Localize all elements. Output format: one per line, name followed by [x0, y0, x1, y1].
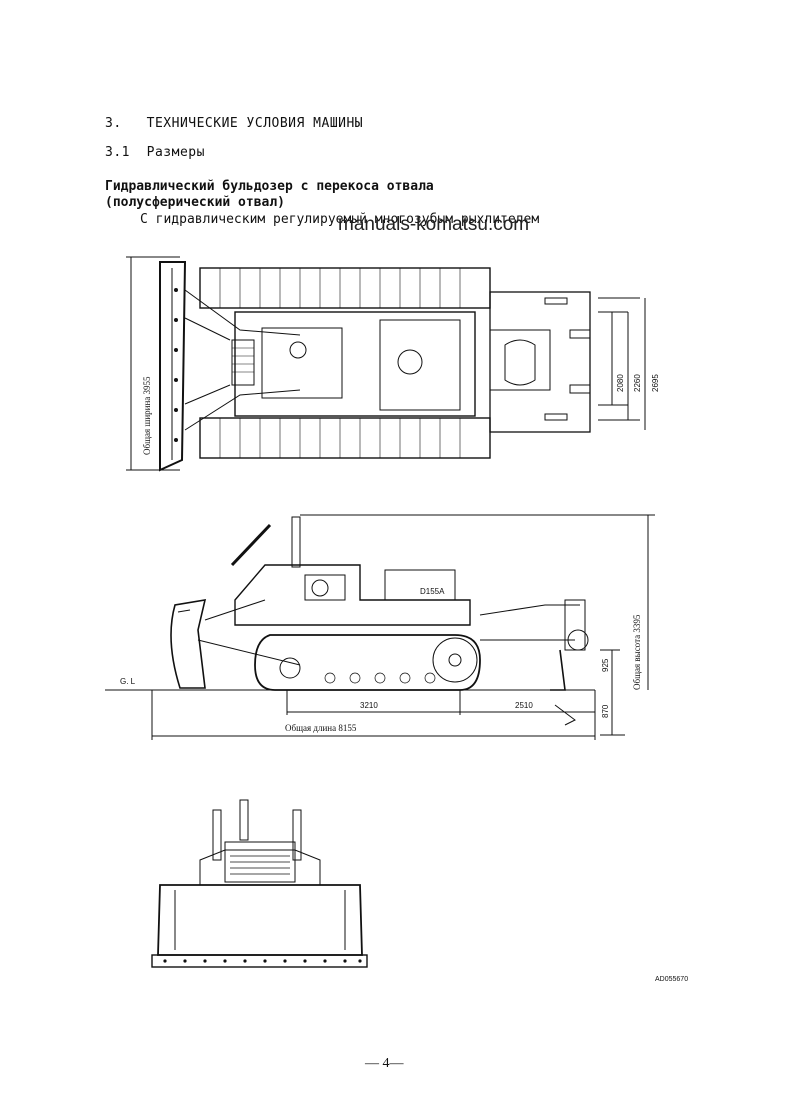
dim-2510: 2510 — [515, 701, 533, 710]
ground-line-label: G. L — [120, 677, 136, 686]
dim-2080: 2080 — [616, 374, 625, 392]
machine-title: Гидравлический бульдозер с перекоса отва… — [105, 179, 434, 194]
model-badge: D155A — [420, 587, 445, 596]
overall-height-label: Общая высота 3395 — [632, 614, 642, 690]
dim-2695: 2695 — [651, 374, 660, 392]
dim-3210: 3210 — [360, 701, 378, 710]
section-heading: 3. ТЕХНИЧЕСКИЕ УСЛОВИЯ МАШИНЫ — [105, 116, 364, 131]
dim-925: 925 — [601, 658, 610, 672]
overall-length-label: Общая длина 8155 — [285, 723, 357, 733]
ripper-type: С гидравлическим регулируемый многозубым… — [140, 212, 540, 227]
overall-width-label: Общая ширина 3955 — [142, 376, 152, 455]
page-number: — 4— — [365, 1056, 404, 1071]
dim-2260: 2260 — [633, 374, 642, 392]
figure-code: AD055670 — [655, 976, 689, 983]
blade-type: (полусферический отвал) — [105, 195, 286, 210]
dim-870: 870 — [601, 704, 610, 718]
watermark: manuals-komatsu.com — [338, 214, 530, 235]
subsection-heading: 3.1 Размеры — [105, 145, 205, 160]
